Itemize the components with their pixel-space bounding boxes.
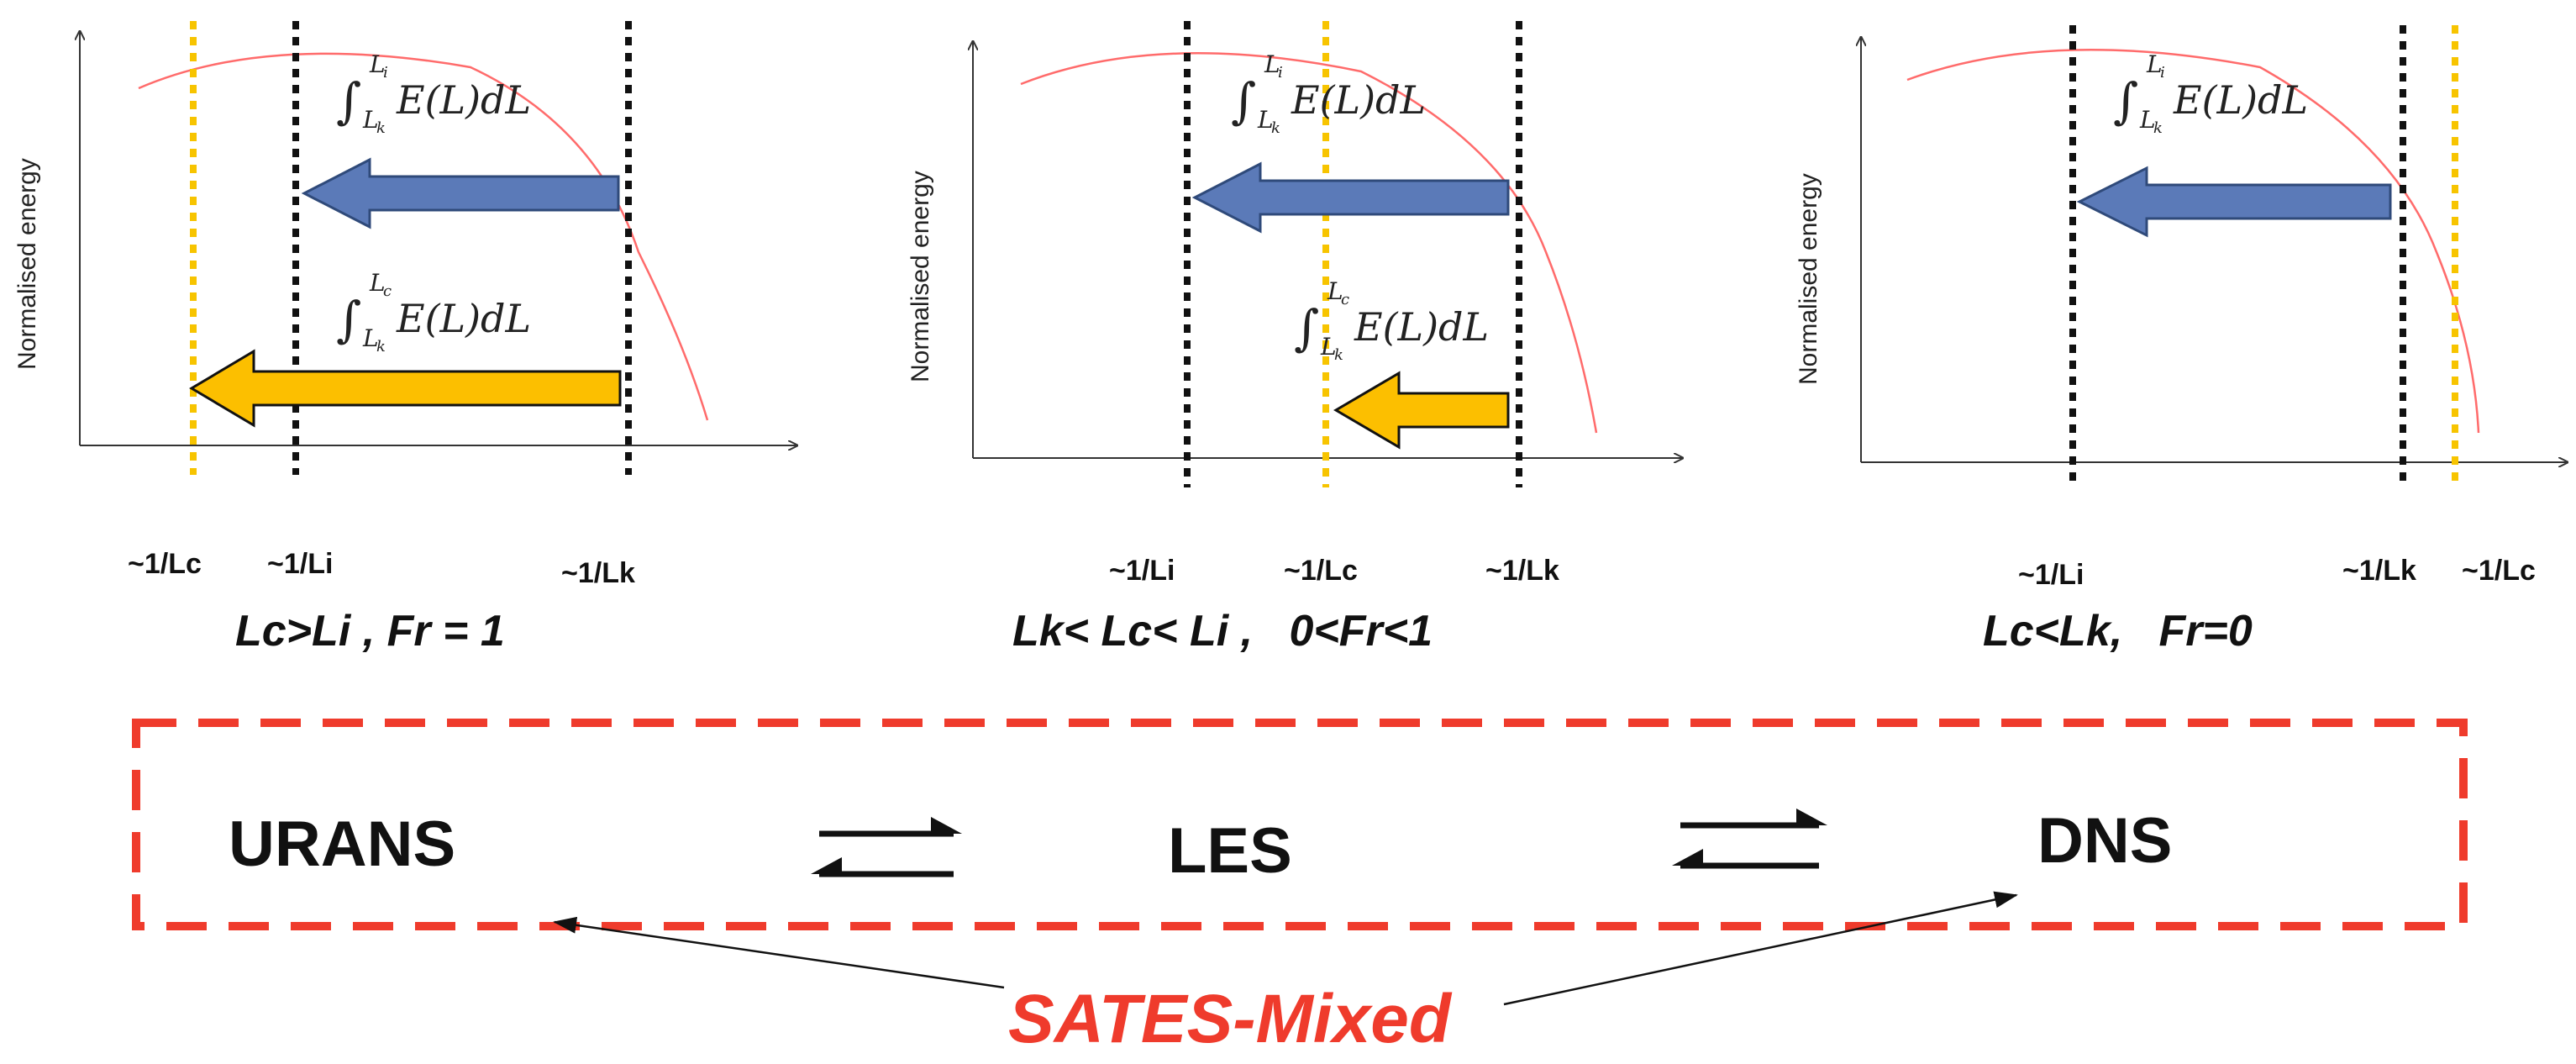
svg-text:∫: ∫: [1294, 299, 1319, 356]
svg-text:k: k: [2153, 119, 2163, 137]
svg-text:L: L: [1327, 277, 1343, 305]
svg-text:i: i: [2160, 64, 2165, 82]
svg-text:L: L: [1264, 50, 1280, 78]
energy-spectrum-curve: [1020, 52, 1598, 434]
tick-label: ~1/Lk: [1485, 555, 1559, 587]
svg-text:c: c: [383, 282, 392, 300]
svg-text:∫: ∫: [336, 291, 361, 348]
model-label-dns: DNS: [2037, 805, 2172, 877]
svg-text:∫: ∫: [1231, 72, 1256, 129]
svg-text:E(L)dL: E(L)dL: [396, 296, 531, 341]
panel-caption: Lc>Li , Fr = 1: [235, 607, 505, 656]
panel-3: Normalised energy ∫ Li Lk E(L)dL ~1/Li ~…: [1795, 25, 2567, 656]
tick-label: ~1/Li: [1109, 555, 1175, 587]
energy-spectrum-curve: [1906, 48, 2480, 434]
tick-label: ~1/Lk: [561, 557, 635, 589]
exchange-arrows-1: [811, 817, 962, 877]
energy-spectrum-curve: [138, 52, 709, 421]
integral-upper: ∫ Li Lk E(L)dL: [1231, 50, 1426, 137]
svg-text:L: L: [369, 269, 386, 297]
svg-text:i: i: [383, 64, 388, 82]
svg-text:L: L: [2139, 106, 2156, 134]
svg-text:E(L)dL: E(L)dL: [396, 77, 531, 123]
integral-lower: ∫ Lc Lk E(L)dL: [336, 269, 531, 356]
svg-text:∫: ∫: [336, 72, 361, 129]
pointer-line-dns: [1503, 891, 2018, 1006]
svg-text:k: k: [376, 119, 386, 137]
model-label-les: LES: [1168, 815, 1292, 887]
tick-label: ~1/Li: [267, 548, 333, 580]
y-axis-label: Normalised energy: [1795, 173, 1822, 385]
svg-text:k: k: [1334, 346, 1343, 364]
svg-text:E(L)dL: E(L)dL: [2173, 77, 2308, 123]
exchange-arrows-2: [1672, 809, 1827, 869]
integral-upper: ∫ Li Lk E(L)dL: [336, 50, 531, 137]
tick-label: ~1/Lk: [2342, 555, 2416, 587]
tick-label: ~1/Lc: [2462, 555, 2536, 587]
svg-text:E(L)dL: E(L)dL: [1354, 304, 1489, 350]
tick-label: ~1/Li: [2018, 559, 2084, 591]
pointer-line-urans: [553, 916, 1005, 989]
energy-arrow-blue: [2076, 166, 2392, 238]
integral-lower: ∫ Lc Lk E(L)dL: [1294, 277, 1489, 364]
svg-text:L: L: [362, 106, 379, 134]
svg-text:L: L: [369, 50, 386, 78]
energy-arrow-yellow: [189, 349, 622, 428]
model-label-urans: URANS: [229, 809, 455, 880]
models-frame: URANS LES DNS: [132, 719, 2468, 930]
dashed-frame: [132, 719, 2468, 930]
y-axis-label: Normalised energy: [13, 158, 41, 370]
panel-2: Normalised energy ∫ Li Lk E(L)dL ∫ Lc Lk…: [907, 21, 1682, 656]
svg-text:k: k: [376, 338, 386, 356]
energy-arrow-yellow: [1333, 371, 1510, 450]
panel-caption: Lc<Lk, Fr=0: [1983, 607, 2253, 656]
svg-text:E(L)dL: E(L)dL: [1291, 77, 1426, 123]
svg-text:L: L: [362, 324, 379, 352]
svg-text:L: L: [1320, 333, 1337, 361]
svg-text:∫: ∫: [2113, 72, 2138, 129]
panel-1: Normalised energy ∫ Li Lk E(L)dL ∫ Lc Lk…: [13, 21, 796, 656]
energy-arrow-blue: [1191, 161, 1510, 234]
svg-text:i: i: [1278, 64, 1283, 82]
energy-arrow-blue: [301, 157, 620, 229]
tick-label: ~1/Lc: [128, 548, 202, 580]
svg-text:k: k: [1271, 119, 1280, 137]
panel-caption: Lk< Lc< Li , 0<Fr<1: [1012, 607, 1433, 656]
svg-text:L: L: [1257, 106, 1274, 134]
y-axis-label: Normalised energy: [907, 171, 934, 382]
svg-text:c: c: [1341, 291, 1349, 308]
integral-upper: ∫ Li Lk E(L)dL: [2113, 50, 2308, 137]
svg-text:L: L: [2146, 50, 2163, 78]
tick-label: ~1/Lc: [1284, 555, 1358, 587]
sates-mixed-label: SATES-Mixed: [1008, 981, 1453, 1057]
